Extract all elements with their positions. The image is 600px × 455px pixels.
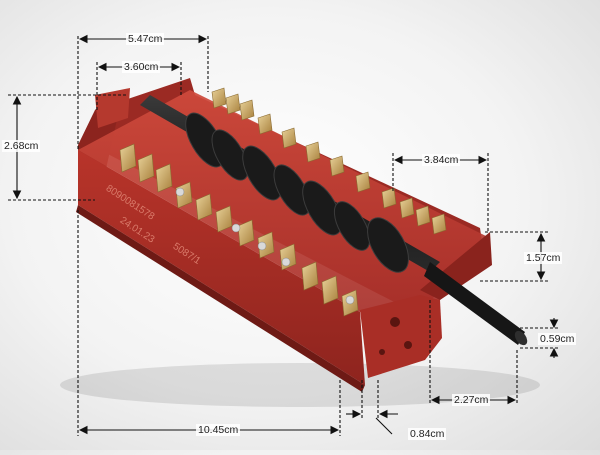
dim-label-end-plate: 0.84cm [408, 428, 447, 440]
dim-label-body-length: 10.45cm [196, 424, 241, 436]
front-terminals [119, 143, 359, 317]
back-terminals [211, 87, 447, 235]
cam-shaft [140, 95, 528, 346]
dim-label-shaft-length: 2.27cm [452, 394, 491, 406]
dim-label-top-inner: 3.60cm [122, 61, 161, 73]
dim-label-bracket-width: 3.84cm [422, 154, 461, 166]
dim-label-bracket-height: 1.57cm [524, 252, 563, 264]
dim-label-shaft-diameter: 0.59cm [538, 333, 577, 345]
dim-label-top-overall: 5.47cm [126, 33, 165, 45]
dim-label-left-height: 2.68cm [2, 140, 41, 152]
drop-shadow [60, 363, 540, 407]
